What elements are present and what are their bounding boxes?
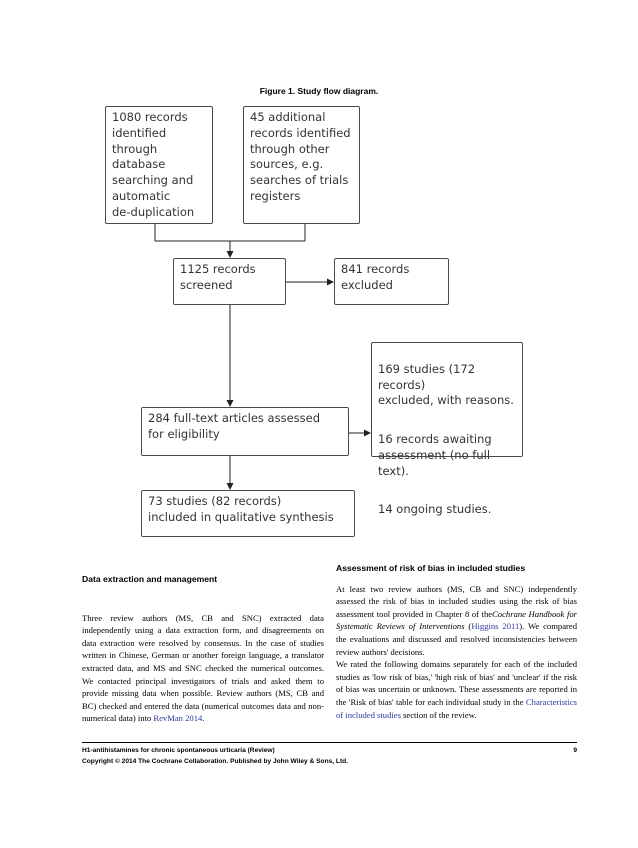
page-number: 9 xyxy=(573,747,577,754)
reason-awaiting: 16 records awaiting assessment (no full … xyxy=(378,431,492,478)
section-heading-data-extraction: Data extraction and management xyxy=(82,574,218,584)
box-records-screened: 1125 records screened xyxy=(173,258,286,305)
section-heading-risk-of-bias: Assessment of risk of bias in included s… xyxy=(336,563,526,573)
right-paragraph-2: We rated the following domains separatel… xyxy=(336,658,577,721)
figure-caption: Figure 1. Study flow diagram. xyxy=(259,86,379,96)
box-records-excluded: 841 records excluded xyxy=(334,258,449,305)
text-run: ). We compared the evaluations and discu… xyxy=(336,621,578,657)
left-column: Data extraction and management Three rev… xyxy=(82,573,324,725)
footer-copyright: Copyright © 2014 The Cochrane Collaborat… xyxy=(82,758,349,765)
text-run: . xyxy=(202,713,205,724)
footer-title-line: H1-antihistamines for chronic spontaneou… xyxy=(82,747,577,754)
link-characteristics[interactable]: Characteristics of included studies xyxy=(336,696,577,720)
link-revman[interactable]: RevMan 2014 xyxy=(153,713,203,724)
box-fulltext-assessed: 284 full-text articles assessed for elig… xyxy=(141,407,349,456)
footer-rule xyxy=(82,742,577,743)
box-exclusion-reasons: 169 studies (172 records) excluded, with… xyxy=(371,342,523,516)
handbook-title: Cochrane Handbook for Systematic Reviews… xyxy=(336,608,577,632)
box-other-sources: 45 additional records identified through… xyxy=(243,106,360,224)
text-run: Three review authors (MS, CB and SNC) ex… xyxy=(82,612,324,724)
text-run: At least two review authors (MS, CB and … xyxy=(336,583,577,619)
text-run: section of the review. xyxy=(400,709,477,720)
box-database-records: 1080 records identified through database… xyxy=(105,106,213,224)
text-run: ( xyxy=(464,621,472,632)
right-paragraph-1: At least two review authors (MS, CB and … xyxy=(336,583,577,659)
left-paragraph: Three review authors (MS, CB and SNC) ex… xyxy=(82,612,324,725)
footer-title: H1-antihistamines for chronic spontaneou… xyxy=(82,747,275,754)
reason-excluded: 169 studies (172 records) excluded, with… xyxy=(378,361,514,408)
reason-ongoing: 14 ongoing studies. xyxy=(378,502,492,517)
right-column: Assessment of risk of bias in included s… xyxy=(336,562,577,721)
text-run: We rated the following domains separatel… xyxy=(336,659,577,707)
link-higgins[interactable]: Higgins 2011 xyxy=(471,621,520,632)
box-studies-included: 73 studies (82 records) included in qual… xyxy=(141,490,355,537)
